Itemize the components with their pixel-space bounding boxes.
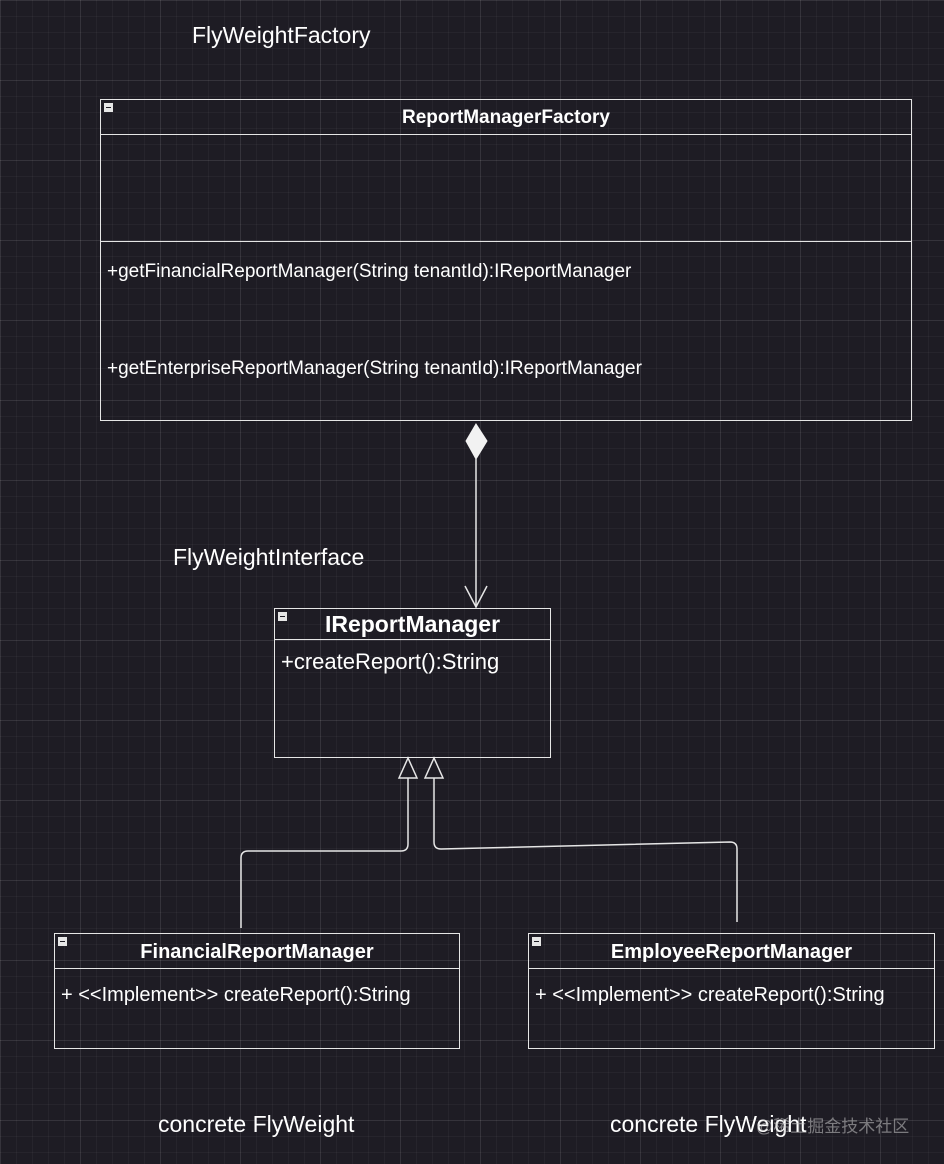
method-create-report: +createReport():String — [281, 649, 500, 674]
class-ireport-manager[interactable]: IReportManager +createReport():String — [274, 608, 551, 758]
class-name: FinancialReportManager — [140, 941, 374, 963]
method-get-financial: +getFinancialReportManager(String tenant… — [107, 261, 632, 282]
realization-line-financial — [240, 778, 409, 928]
class-header[interactable]: EmployeeReportManager — [529, 934, 934, 969]
interface-role-label: FlyWeightInterface — [173, 544, 365, 570]
collapse-icon[interactable] — [104, 103, 113, 112]
class-employee-report-manager[interactable]: EmployeeReportManager + <<Implement>> cr… — [528, 933, 935, 1049]
class-name: EmployeeReportManager — [610, 941, 853, 963]
method-create-report: + <<Implement>> createReport():String — [535, 984, 885, 1006]
factory-role-label: FlyWeightFactory — [192, 22, 371, 48]
composition-arrowhead — [464, 585, 488, 609]
class-financial-report-manager[interactable]: FinancialReportManager + <<Implement>> c… — [54, 933, 460, 1049]
class-name: ReportManagerFactory — [402, 107, 610, 128]
concrete-right-label: concrete FlyWeight — [610, 1111, 807, 1137]
realization-line-employee — [433, 778, 738, 922]
realization-triangle-employee — [423, 756, 445, 779]
compartment-divider — [101, 241, 911, 242]
class-header[interactable]: ReportManagerFactory — [101, 100, 911, 135]
realization-triangle-financial — [397, 756, 419, 779]
class-name: IReportManager — [324, 611, 501, 637]
class-report-manager-factory[interactable]: ReportManagerFactory +getFinancialReport… — [100, 99, 912, 421]
class-header[interactable]: IReportManager — [275, 609, 550, 640]
class-header[interactable]: FinancialReportManager — [55, 934, 459, 969]
collapse-icon[interactable] — [532, 937, 541, 946]
concrete-left-label: concrete FlyWeight — [158, 1111, 355, 1137]
watermark: @稀土掘金技术社区 — [756, 1117, 910, 1136]
method-get-enterprise: +getEnterpriseReportManager(String tenan… — [107, 358, 642, 379]
collapse-icon[interactable] — [58, 937, 67, 946]
method-create-report: + <<Implement>> createReport():String — [61, 984, 411, 1006]
collapse-icon[interactable] — [278, 612, 287, 621]
composition-diamond — [465, 423, 488, 460]
